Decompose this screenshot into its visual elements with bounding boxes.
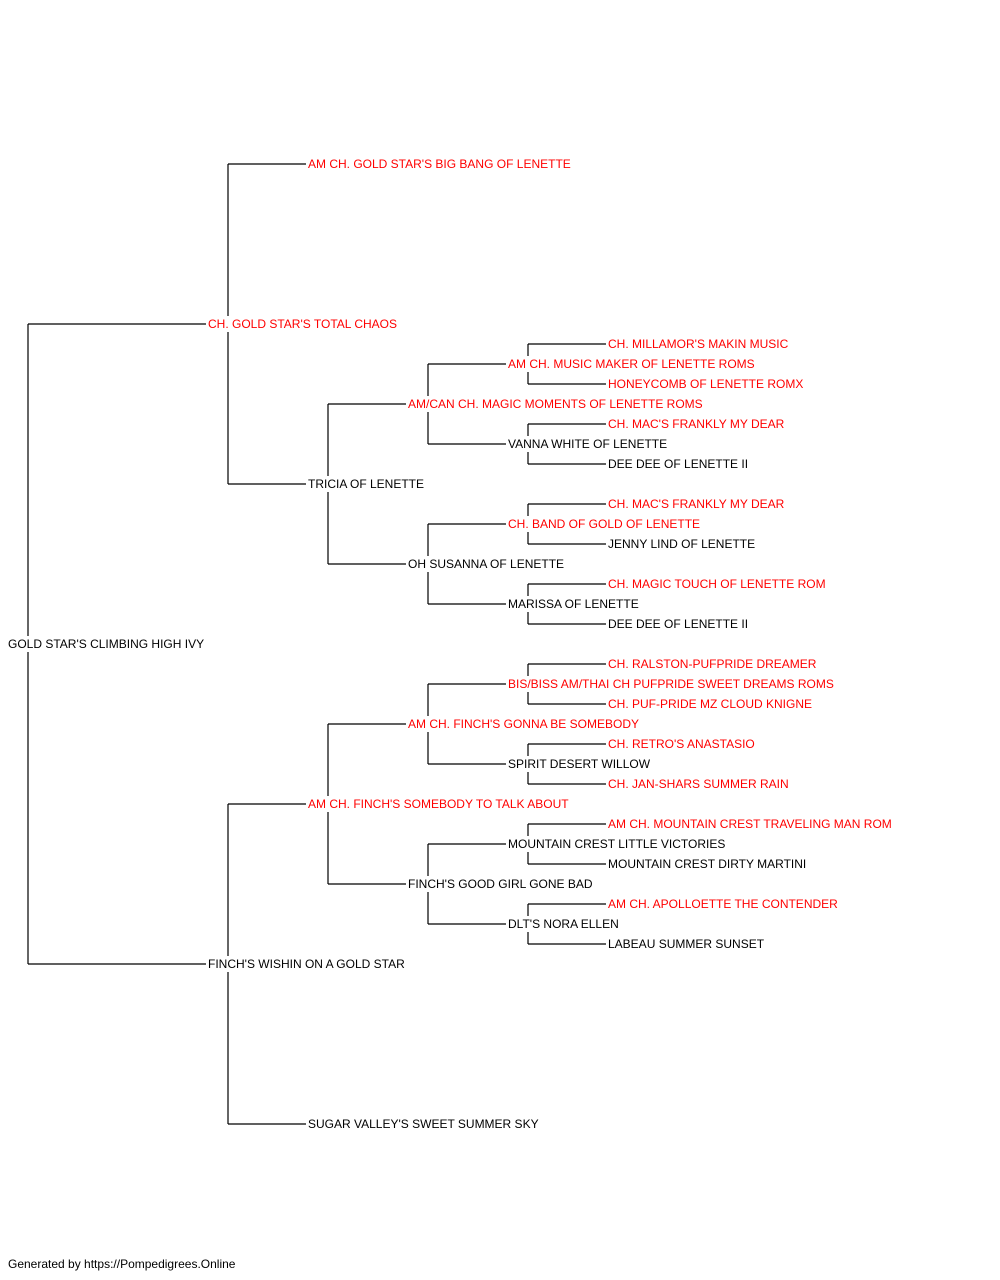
pedigree-dog-name: GOLD STAR'S CLIMBING HIGH IVY bbox=[8, 637, 207, 651]
pedigree-dog-name: AM CH. APOLLOETTE THE CONTENDER bbox=[608, 897, 840, 911]
pedigree-dog-name: CH. GOLD STAR'S TOTAL CHAOS bbox=[208, 317, 399, 331]
pedigree-dog-name: CH. MAC'S FRANKLY MY DEAR bbox=[608, 497, 787, 511]
pedigree-dog-name: AM CH. GOLD STAR'S BIG BANG OF LENETTE bbox=[308, 157, 573, 171]
pedigree-dog-name: VANNA WHITE OF LENETTE bbox=[508, 437, 670, 451]
pedigree-dog-name: FINCH'S GOOD GIRL GONE BAD bbox=[408, 877, 595, 891]
pedigree-dog-name: AM CH. MOUNTAIN CREST TRAVELING MAN ROM bbox=[608, 817, 894, 831]
pedigree-dog-name: CH. RETRO'S ANASTASIO bbox=[608, 737, 757, 751]
pedigree-dog-name: OH SUSANNA OF LENETTE bbox=[408, 557, 567, 571]
pedigree-dog-name: CH. MILLAMOR'S MAKIN MUSIC bbox=[608, 337, 791, 351]
pedigree-dog-name: LABEAU SUMMER SUNSET bbox=[608, 937, 767, 951]
pedigree-dog-name: AM CH. MUSIC MAKER OF LENETTE ROMS bbox=[508, 357, 757, 371]
pedigree-dog-name: CH. JAN-SHARS SUMMER RAIN bbox=[608, 777, 791, 791]
pedigree-dog-name: CH. PUF-PRIDE MZ CLOUD KNIGNE bbox=[608, 697, 815, 711]
pedigree-dog-name: SUGAR VALLEY'S SWEET SUMMER SKY bbox=[308, 1117, 541, 1131]
pedigree-dog-name: DEE DEE OF LENETTE II bbox=[608, 457, 751, 471]
footer-credit: Generated by https://Pompedigrees.Online bbox=[8, 1257, 236, 1271]
pedigree-dog-name: MOUNTAIN CREST DIRTY MARTINI bbox=[608, 857, 809, 871]
pedigree-dog-name: TRICIA OF LENETTE bbox=[308, 477, 427, 491]
pedigree-dog-name: HONEYCOMB OF LENETTE ROMX bbox=[608, 377, 806, 391]
pedigree-dog-name: AM CH. FINCH'S SOMEBODY TO TALK ABOUT bbox=[308, 797, 571, 811]
pedigree-dog-name: CH. MAGIC TOUCH OF LENETTE ROM bbox=[608, 577, 828, 591]
pedigree-dog-name: SPIRIT DESERT WILLOW bbox=[508, 757, 653, 771]
pedigree-dog-name: AM CH. FINCH'S GONNA BE SOMEBODY bbox=[408, 717, 641, 731]
pedigree-dog-name: MOUNTAIN CREST LITTLE VICTORIES bbox=[508, 837, 728, 851]
pedigree-dog-name: CH. BAND OF GOLD OF LENETTE bbox=[508, 517, 703, 531]
pedigree-dog-name: DLT'S NORA ELLEN bbox=[508, 917, 621, 931]
pedigree-dog-name: DEE DEE OF LENETTE II bbox=[608, 617, 751, 631]
pedigree-dog-name: CH. MAC'S FRANKLY MY DEAR bbox=[608, 417, 787, 431]
pedigree-dog-name: FINCH'S WISHIN ON A GOLD STAR bbox=[208, 957, 407, 971]
pedigree-dog-name: AM/CAN CH. MAGIC MOMENTS OF LENETTE ROMS bbox=[408, 397, 705, 411]
pedigree-dog-name: MARISSA OF LENETTE bbox=[508, 597, 641, 611]
pedigree-dog-name: JENNY LIND OF LENETTE bbox=[608, 537, 758, 551]
pedigree-dog-name: BIS/BISS AM/THAI CH PUFPRIDE SWEET DREAM… bbox=[508, 677, 836, 691]
pedigree-dog-name: CH. RALSTON-PUFPRIDE DREAMER bbox=[608, 657, 819, 671]
